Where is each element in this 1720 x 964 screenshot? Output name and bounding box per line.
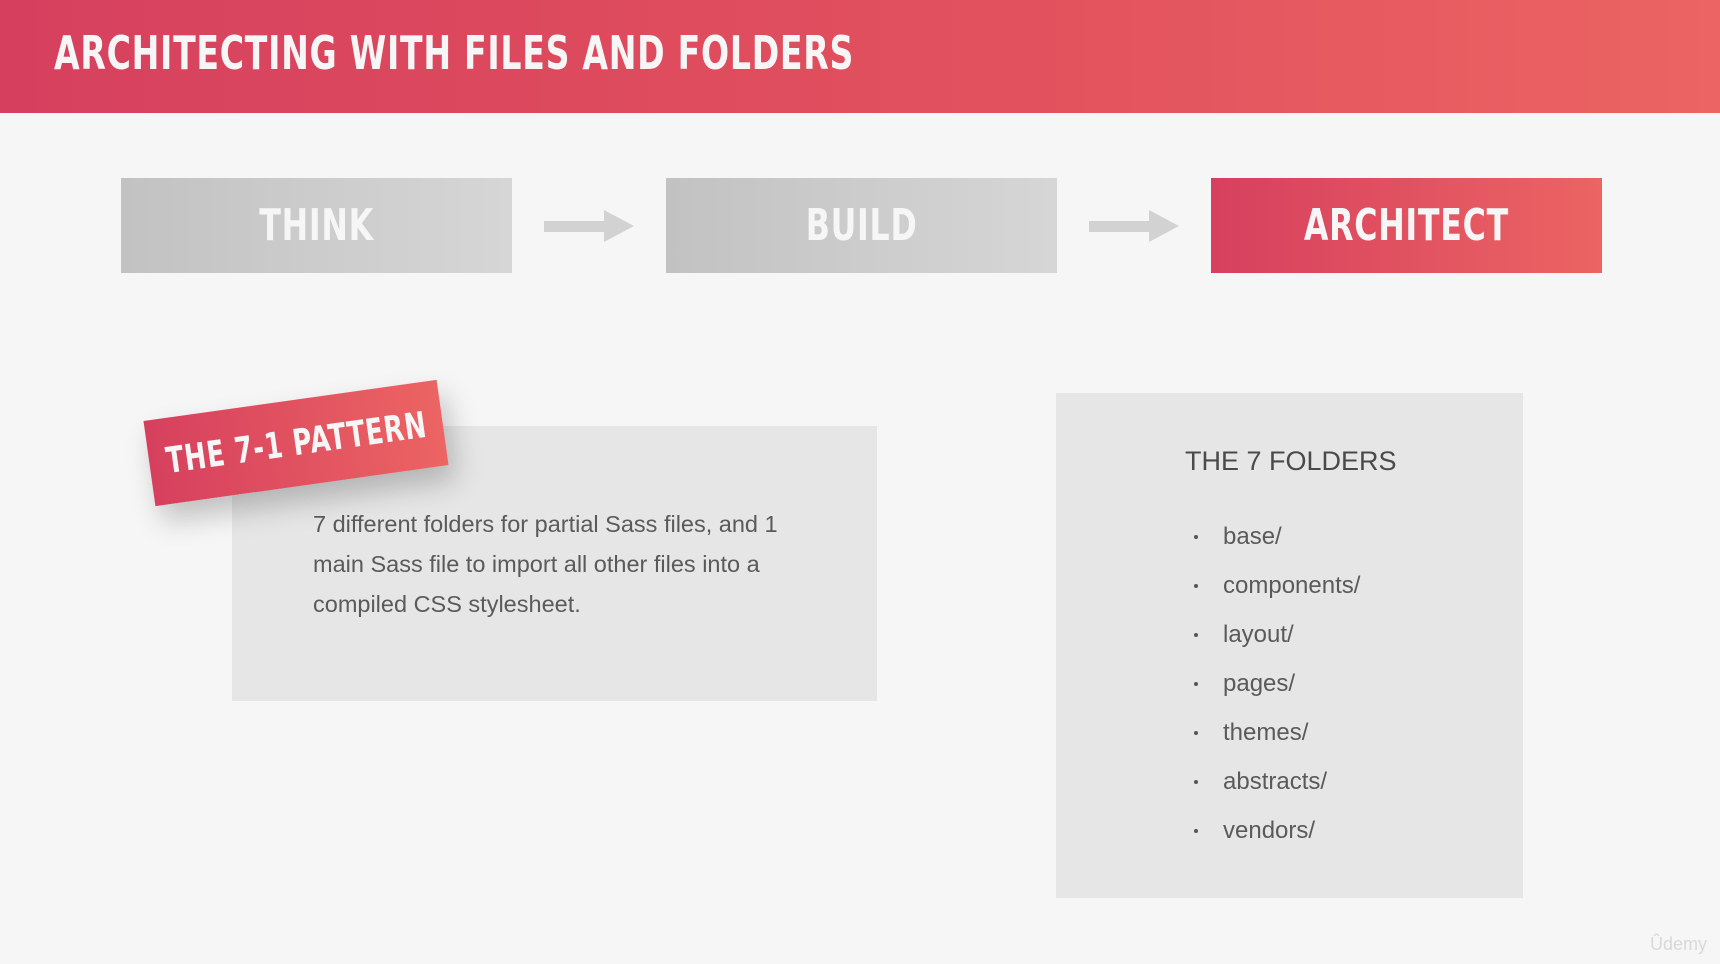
bullet-icon: [1194, 682, 1198, 686]
folder-item-components: components/: [1190, 566, 1360, 615]
arrow-right-icon: [544, 210, 634, 242]
bullet-icon: [1194, 584, 1198, 588]
folder-item-pages: pages/: [1190, 664, 1360, 713]
step-think-label: THINK: [259, 200, 374, 251]
folder-list: base/ components/ layout/ pages/ themes/…: [1190, 517, 1360, 860]
bullet-icon: [1194, 731, 1198, 735]
slide-title: Architecting with files and folders: [54, 26, 855, 80]
bullet-icon: [1194, 535, 1198, 539]
folder-name: layout/: [1223, 621, 1294, 648]
bullet-icon: [1194, 829, 1198, 833]
folder-item-abstracts: abstracts/: [1190, 762, 1360, 811]
step-build-label: BUILD: [805, 200, 918, 251]
step-build: BUILD: [666, 178, 1057, 273]
udemy-watermark: Ûdemy: [1650, 934, 1708, 954]
pattern-description: 7 different folders for partial Sass fil…: [313, 511, 778, 617]
folder-name: components/: [1223, 572, 1361, 599]
folder-item-base: base/: [1190, 517, 1360, 566]
folder-name: pages/: [1223, 670, 1296, 697]
folder-name: base/: [1223, 523, 1282, 550]
folder-name: abstracts/: [1223, 768, 1328, 795]
folder-item-layout: layout/: [1190, 615, 1360, 664]
bullet-icon: [1194, 780, 1198, 784]
folders-card: [1056, 393, 1523, 898]
slide-header: Architecting with files and folders: [0, 0, 1720, 113]
pattern-tag-label: THE 7-1 PATTERN: [163, 404, 429, 482]
bullet-icon: [1194, 633, 1198, 637]
step-think: THINK: [121, 178, 512, 273]
folder-item-vendors: vendors/: [1190, 811, 1360, 860]
folders-title: THE 7 FOLDERS: [1185, 446, 1397, 476]
folder-item-themes: themes/: [1190, 713, 1360, 762]
folder-name: themes/: [1223, 719, 1309, 746]
step-architect: ARCHITECT: [1211, 178, 1602, 273]
arrow-right-icon: [1089, 210, 1179, 242]
folder-name: vendors/: [1223, 817, 1316, 844]
step-architect-label: ARCHITECT: [1303, 200, 1510, 251]
